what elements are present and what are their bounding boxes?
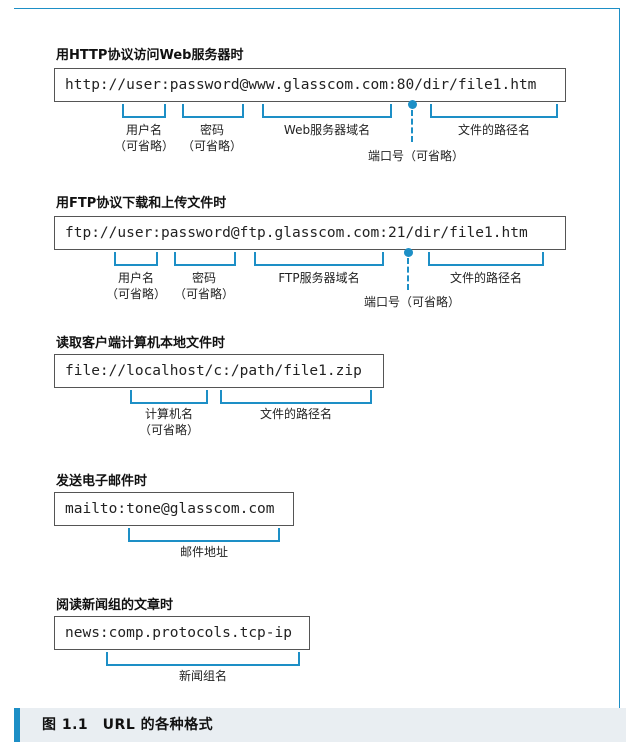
label-http-path: 文件的路径名 xyxy=(457,123,530,137)
label-ftp-password: 密码 xyxy=(191,271,216,285)
section-title-news: 阅读新闻组的文章时 xyxy=(56,598,174,613)
figure-frame xyxy=(14,8,620,708)
label-mailto-address: 邮件地址 xyxy=(179,545,228,559)
label-http-password-optional: （可省略） xyxy=(181,139,242,153)
bracket-http-user xyxy=(122,104,166,118)
bracket-file-path xyxy=(220,390,372,404)
label-ftp-port: 端口号（可省略） xyxy=(363,295,460,309)
url-box-news: news:comp.protocols.tcp-ip xyxy=(54,616,310,650)
section-title-file: 读取客户端计算机本地文件时 xyxy=(56,336,226,351)
url-box-mailto: mailto:tone@glasscom.com xyxy=(54,492,294,526)
url-box-http: http://user:password@www.glasscom.com:80… xyxy=(54,68,566,102)
port-marker-ftp xyxy=(404,248,413,257)
url-box-ftp: ftp://user:password@ftp.glasscom.com:21/… xyxy=(54,216,566,250)
section-title-ftp: 用FTP协议下载和上传文件时 xyxy=(56,196,227,211)
bracket-ftp-user xyxy=(114,252,158,266)
label-file-path: 文件的路径名 xyxy=(259,407,332,421)
label-http-port: 端口号（可省略） xyxy=(367,149,464,163)
bracket-ftp-password xyxy=(174,252,236,266)
label-http-user: 用户名 xyxy=(125,123,162,137)
url-box-file: file://localhost/c:/path/file1.zip xyxy=(54,354,384,388)
section-title-mailto: 发送电子邮件时 xyxy=(56,474,148,489)
port-leader-http xyxy=(411,110,413,142)
bracket-ftp-path xyxy=(428,252,544,266)
label-http-user-optional: （可省略） xyxy=(113,139,174,153)
port-leader-ftp xyxy=(407,258,409,290)
bracket-http-server xyxy=(262,104,392,118)
label-http-server: Web服务器域名 xyxy=(283,123,371,137)
figure-caption: 图 1.1 URL 的各种格式 xyxy=(42,717,214,733)
figure-caption-bar: 图 1.1 URL 的各种格式 xyxy=(14,708,626,742)
bracket-file-host xyxy=(130,390,208,404)
label-ftp-password-optional: （可省略） xyxy=(173,287,234,301)
port-marker-http xyxy=(408,100,417,109)
bracket-http-path xyxy=(430,104,558,118)
bracket-ftp-server xyxy=(254,252,384,266)
bracket-mailto-address xyxy=(128,528,280,542)
section-title-http: 用HTTP协议访问Web服务器时 xyxy=(56,48,244,63)
label-file-host-optional: （可省略） xyxy=(138,423,199,437)
label-news-group: 新闻组名 xyxy=(178,669,227,683)
label-ftp-user: 用户名 xyxy=(117,271,154,285)
label-file-host: 计算机名 xyxy=(144,407,193,421)
bracket-http-password xyxy=(182,104,244,118)
label-ftp-user-optional: （可省略） xyxy=(105,287,166,301)
label-ftp-path: 文件的路径名 xyxy=(449,271,522,285)
label-http-password: 密码 xyxy=(199,123,224,137)
bracket-news-group xyxy=(106,652,300,666)
label-ftp-server: FTP服务器域名 xyxy=(278,271,360,285)
